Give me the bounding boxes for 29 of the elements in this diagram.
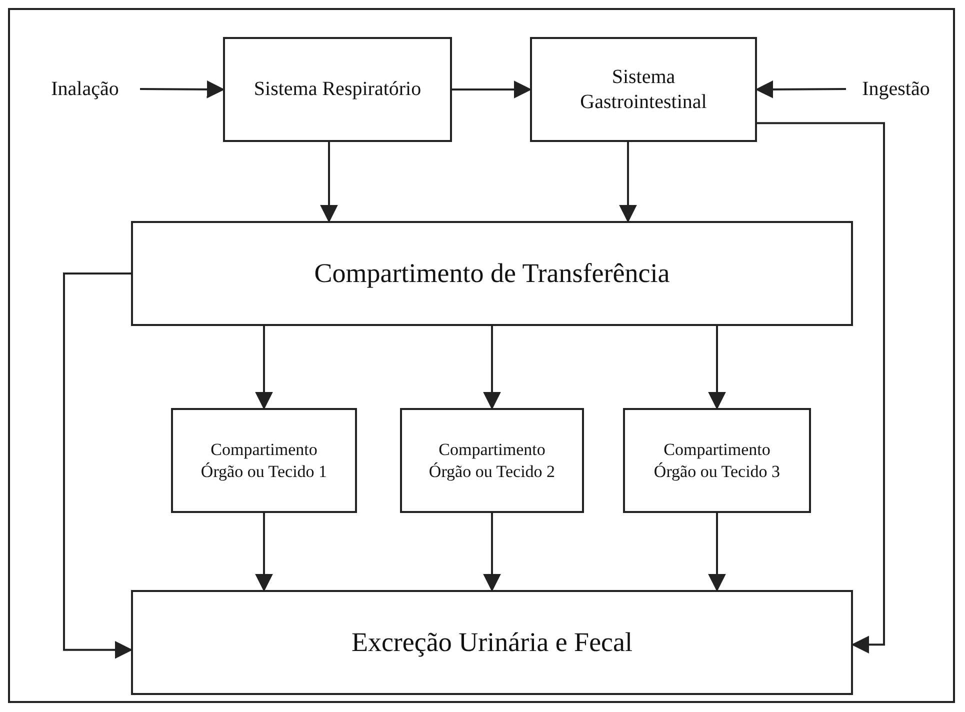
arrow xyxy=(320,142,338,223)
process-box xyxy=(400,408,584,513)
arrow xyxy=(63,272,133,659)
process-box xyxy=(131,221,853,326)
arrow xyxy=(483,326,501,410)
box-label: Compartimento Órgão ou Tecido 1 xyxy=(200,439,328,482)
process-box xyxy=(171,408,357,513)
arrow xyxy=(619,142,637,223)
arrow xyxy=(483,513,501,592)
arrow xyxy=(255,326,273,410)
box-label: Compartimento Órgão ou Tecido 2 xyxy=(428,439,556,482)
box-label: Sistema Respiratório xyxy=(252,77,422,102)
process-box xyxy=(223,37,452,142)
input-label: Inalação xyxy=(50,76,120,102)
process-box xyxy=(530,37,757,142)
process-box xyxy=(623,408,811,513)
box-label: Compartimento de Transferência xyxy=(313,256,671,290)
box-label: Compartimento Órgão ou Tecido 3 xyxy=(652,439,782,482)
arrow xyxy=(708,326,726,410)
arrow xyxy=(452,80,532,98)
arrow xyxy=(708,513,726,592)
arrow xyxy=(755,80,846,98)
arrow xyxy=(255,513,273,592)
box-label: Excreção Urinária e Fecal xyxy=(350,626,634,659)
arrow xyxy=(757,122,885,654)
process-box xyxy=(131,590,853,695)
input-label: Ingestão xyxy=(861,76,931,102)
arrow xyxy=(140,80,225,98)
box-label: Sistema Gastrointestinal xyxy=(579,64,708,114)
